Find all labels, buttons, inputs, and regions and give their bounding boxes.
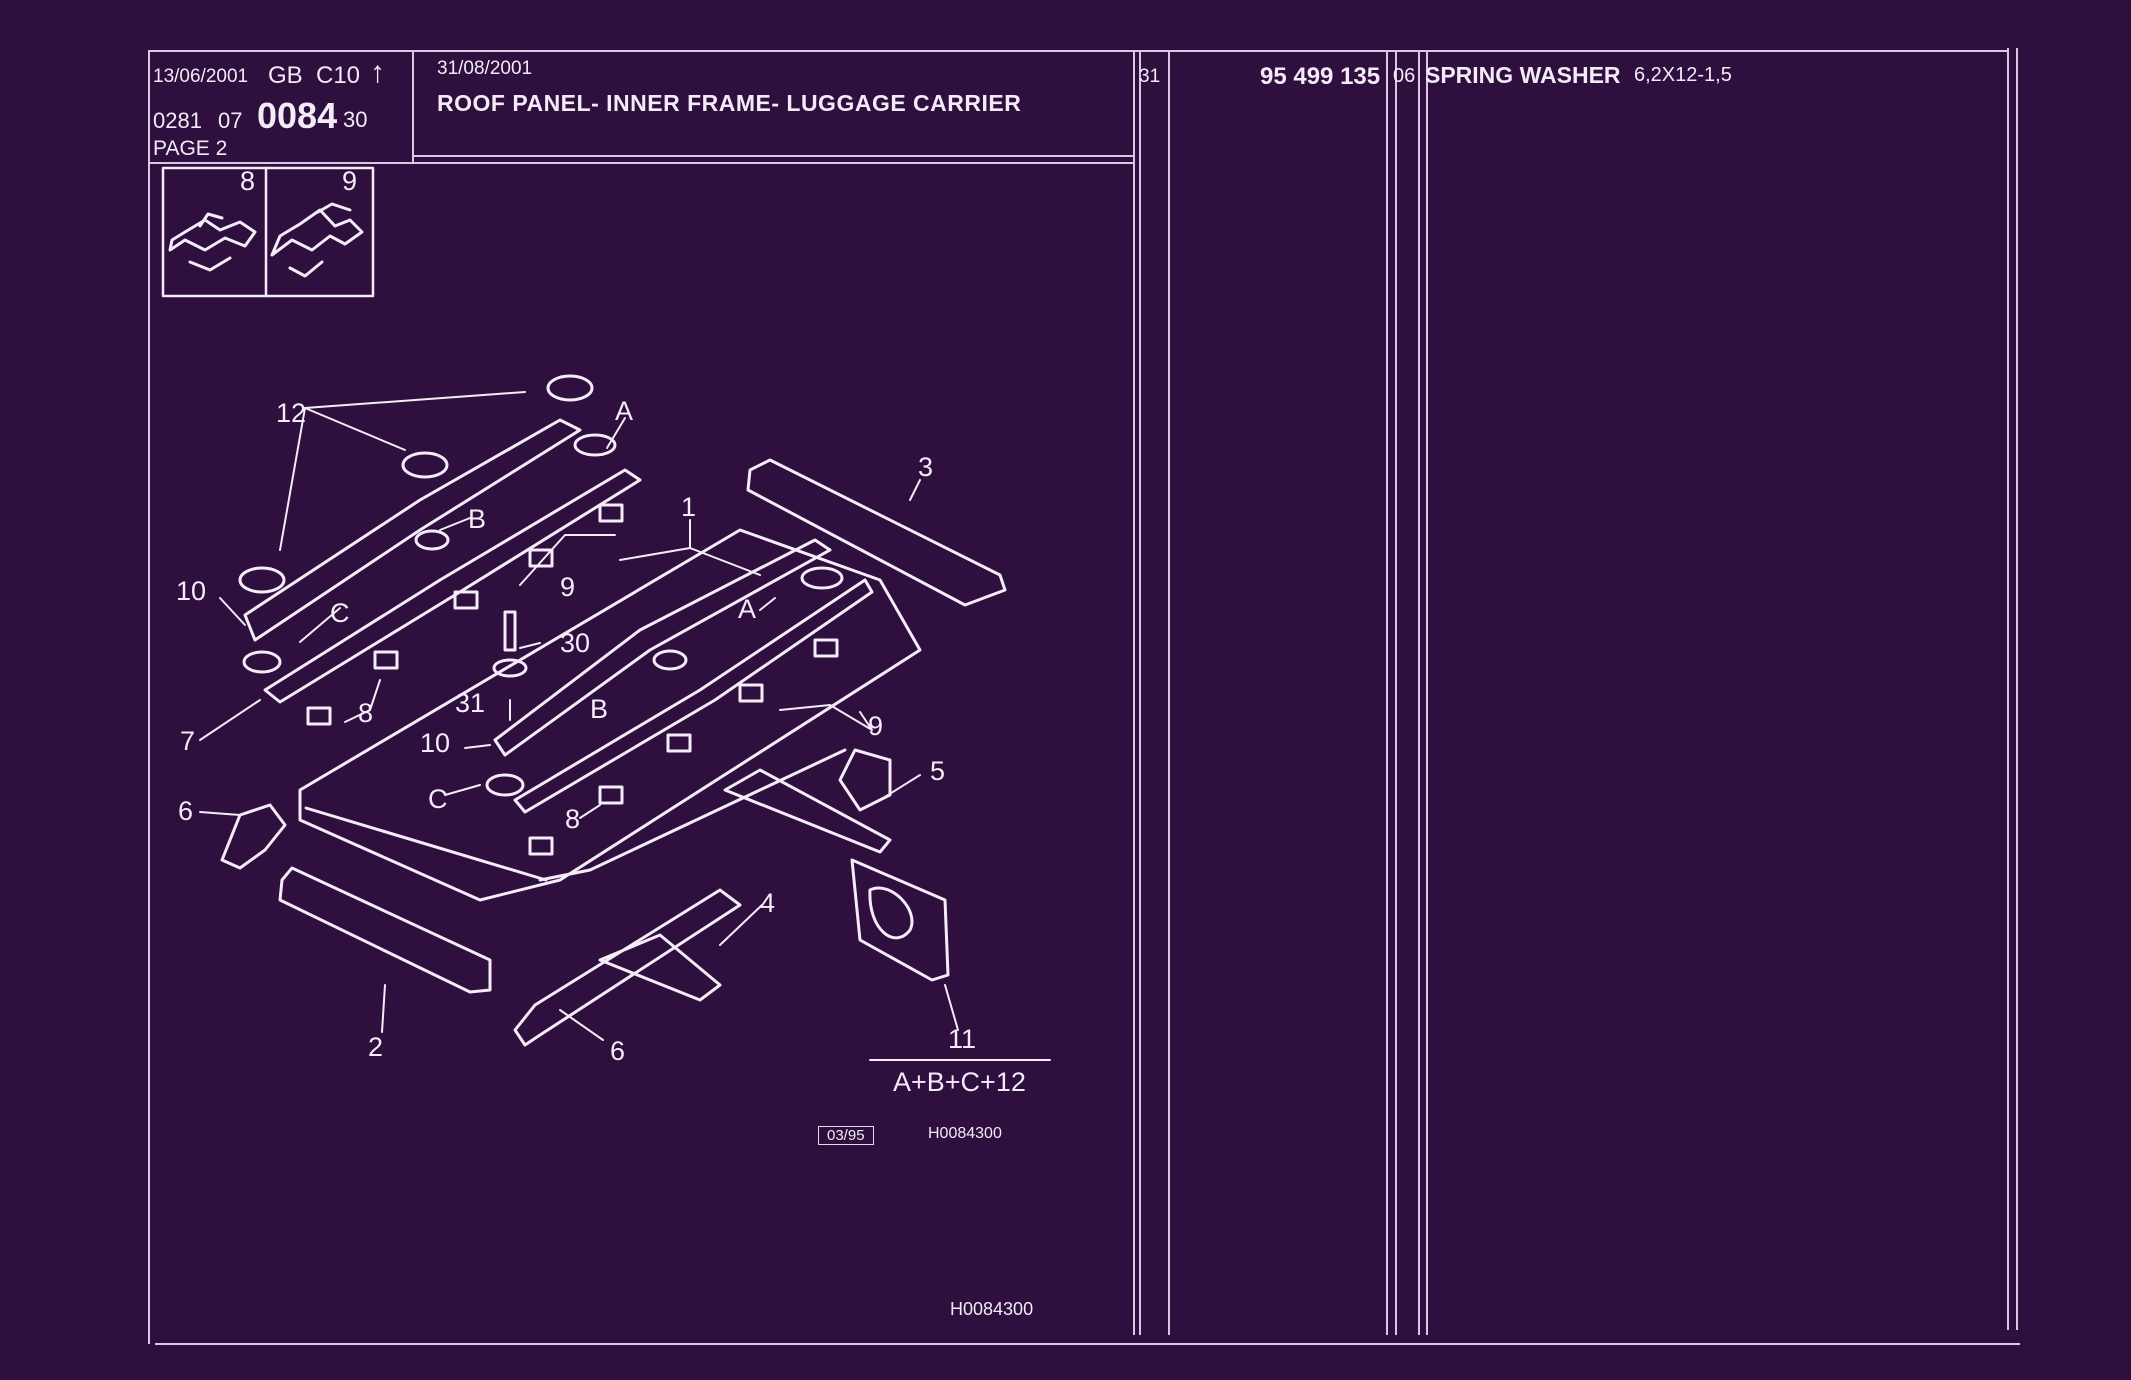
issue-date: 13/06/2001 [153, 66, 249, 87]
callout-31: 31 [455, 688, 485, 718]
callout-12: 12 [276, 398, 306, 428]
col-desc-left [1426, 50, 1428, 1335]
callout-9-mid: 9 [868, 711, 883, 741]
frame-top [148, 50, 2008, 52]
thumb-1-number: 8 [240, 166, 255, 196]
parts-description: SPRING WASHER [1425, 62, 1621, 88]
ref-suffix: 30 [343, 107, 368, 132]
callout-5: 5 [930, 756, 945, 786]
parts-item-number: 31 [1139, 66, 1161, 87]
callout-c-top: C [330, 598, 350, 628]
thumb-2-number: 9 [342, 166, 357, 196]
kit-note: A+B+C+12 [893, 1067, 1026, 1097]
col-part-left [1139, 50, 1141, 1335]
callout-1: 1 [681, 492, 696, 522]
market-code: GB [268, 62, 303, 89]
revision-date: 31/08/2001 [437, 58, 533, 79]
model-code: C10 [316, 62, 361, 89]
roof-panel-outline [298, 528, 922, 902]
frame-left [148, 50, 150, 1344]
callout-9-top: 9 [560, 572, 575, 602]
callout-b-mid: B [590, 694, 608, 724]
ref-prefix-a: 0281 [153, 108, 202, 133]
header-left-split [412, 50, 414, 163]
side-rail-right [838, 748, 892, 812]
front-header-panel [746, 458, 1007, 607]
callout-b-top: B [468, 504, 486, 534]
callout-8-mid: 8 [565, 804, 580, 834]
callout-4: 4 [760, 888, 775, 918]
date-box: 03/95 [818, 1126, 874, 1145]
callout-10-top: 10 [176, 576, 206, 606]
page-title: ROOF PANEL- INNER FRAME- LUGGAGE CARRIER [437, 90, 1022, 116]
footer-drawing-ref: H0084300 [950, 1299, 1034, 1319]
col-item-right [1168, 50, 1170, 1335]
callout-7: 7 [180, 726, 195, 756]
callout-c-mid: C [428, 784, 448, 814]
parts-part-number: 95 499 135 [1260, 63, 1381, 90]
arrow-up-icon: ↑ [370, 56, 385, 89]
callout-6-bottom: 6 [610, 1036, 625, 1066]
callout-a-top: A [615, 396, 633, 426]
ref-main: 0084 [257, 95, 338, 136]
callout-11: 11 [948, 1024, 976, 1054]
roof-rail-left [243, 418, 582, 642]
callout-2: 2 [368, 1032, 383, 1062]
rear-panel [278, 866, 492, 994]
callout-10-mid: 10 [420, 728, 450, 758]
header-divider-2 [413, 155, 1133, 157]
header-divider [148, 162, 1133, 164]
bolt-30 [503, 610, 517, 652]
ref-prefix-b: 07 [218, 108, 243, 133]
thumbnail-group: 8 9 [161, 166, 375, 298]
callout-3: 3 [918, 452, 933, 482]
diagram-ref: H0084300 [928, 1125, 1002, 1142]
part-11-panel [850, 858, 950, 982]
frame-right [2007, 48, 2009, 1330]
col-part-right [1386, 50, 1388, 1335]
callout-8-top: 8 [358, 698, 373, 728]
parts-qty: 06 [1393, 65, 1416, 87]
callout-a-mid: A [738, 594, 756, 624]
callout-30: 30 [560, 628, 590, 658]
frame-bottom [155, 1343, 2020, 1345]
callout-6-left: 6 [178, 796, 193, 826]
col-diagram-right [1133, 50, 1135, 1335]
frame-right-outer [2016, 48, 2018, 1330]
col-qty-right [1418, 50, 1420, 1335]
page-label: PAGE 2 [153, 137, 228, 160]
col-qty-left [1395, 50, 1397, 1335]
side-rail-left [513, 888, 742, 1047]
parts-spec: 6,2X12-1,5 [1634, 64, 1732, 86]
roof-rail-right [493, 538, 832, 757]
